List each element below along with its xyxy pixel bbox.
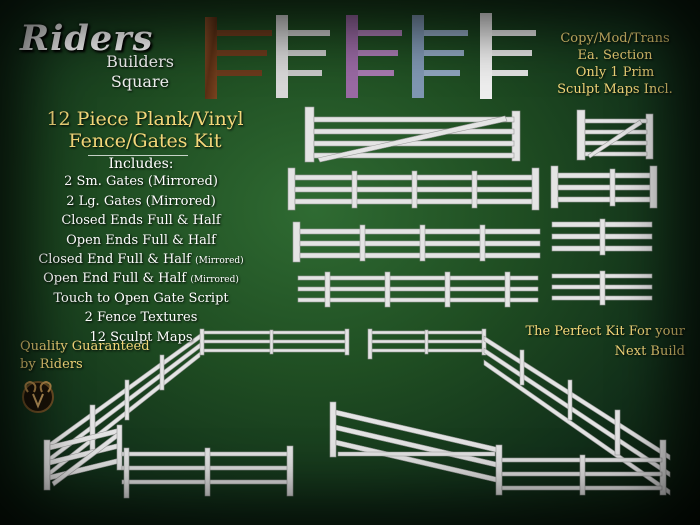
tagline: The Perfect Kit For your Next Build [505, 322, 685, 362]
list-item: Open Ends Full & Half [66, 232, 216, 248]
includes-header: Includes: [108, 156, 174, 172]
includes-list: Includes: 2 Sm. Gates (Mirrored) 2 Lg. G… [16, 156, 266, 348]
permissions-line: Only 1 Prim [575, 65, 655, 80]
list-item: Closed Ends Full & Half [61, 213, 221, 229]
quality-line2: by Riders [20, 357, 83, 372]
brand-subtitle-line1: Builders [106, 52, 174, 71]
open-end-half-piece [551, 218, 653, 256]
open-end-full-piece [292, 221, 541, 263]
small-gate-piece [576, 109, 654, 161]
open-end-mirrored-piece [297, 271, 539, 308]
product-title-line1: 12 Piece Plank/Vinyl [46, 108, 244, 130]
list-item: 12 Sculpt Maps [89, 329, 193, 345]
texture-swatch-wood [205, 17, 272, 99]
list-item: Open End Full & Half (Mirrored) [43, 271, 239, 287]
closed-end-half-piece [550, 165, 658, 209]
large-gate-piece [304, 106, 521, 163]
permissions-line: Sculpt Maps Incl. [557, 82, 673, 97]
permissions-line: Ea. Section [577, 48, 653, 63]
tagline-line1: The Perfect Kit For your [525, 324, 685, 339]
texture-swatch-blue [412, 15, 468, 98]
brand-subtitle-line2: Square [110, 72, 170, 91]
quality-note: Quality Guaranteed by Riders [20, 338, 180, 374]
open-end-mirrored-half-piece [551, 270, 653, 306]
texture-swatch-purple [346, 15, 402, 98]
list-item: Touch to Open Gate Script [53, 290, 229, 306]
texture-swatch-white [276, 15, 330, 98]
list-item: 2 Sm. Gates (Mirrored) [64, 174, 218, 190]
list-item: Closed End Full & Half (Mirrored) [38, 252, 244, 268]
list-item: 2 Lg. Gates (Mirrored) [66, 193, 216, 209]
product-title-line2: Fence/Gates Kit [68, 130, 222, 152]
title-divider [88, 155, 188, 156]
brand-name: Riders [20, 18, 154, 59]
assembled-corral-scene [43, 328, 671, 499]
brand-subtitle: Builders Square [100, 52, 180, 92]
ram-head-logo-icon [22, 380, 54, 413]
permissions-line: Copy/Mod/Trans [560, 31, 670, 46]
permissions-block: Copy/Mod/Trans Ea. Section Only 1 Prim S… [540, 30, 690, 98]
quality-line1: Quality Guaranteed [20, 339, 150, 354]
product-title: 12 Piece Plank/Vinyl Fence/Gates Kit [25, 108, 265, 152]
list-item: 2 Fence Textures [84, 310, 198, 326]
closed-end-full-piece [287, 167, 540, 211]
tagline-line2: Next Build [614, 344, 685, 359]
texture-swatch-light [480, 13, 536, 99]
